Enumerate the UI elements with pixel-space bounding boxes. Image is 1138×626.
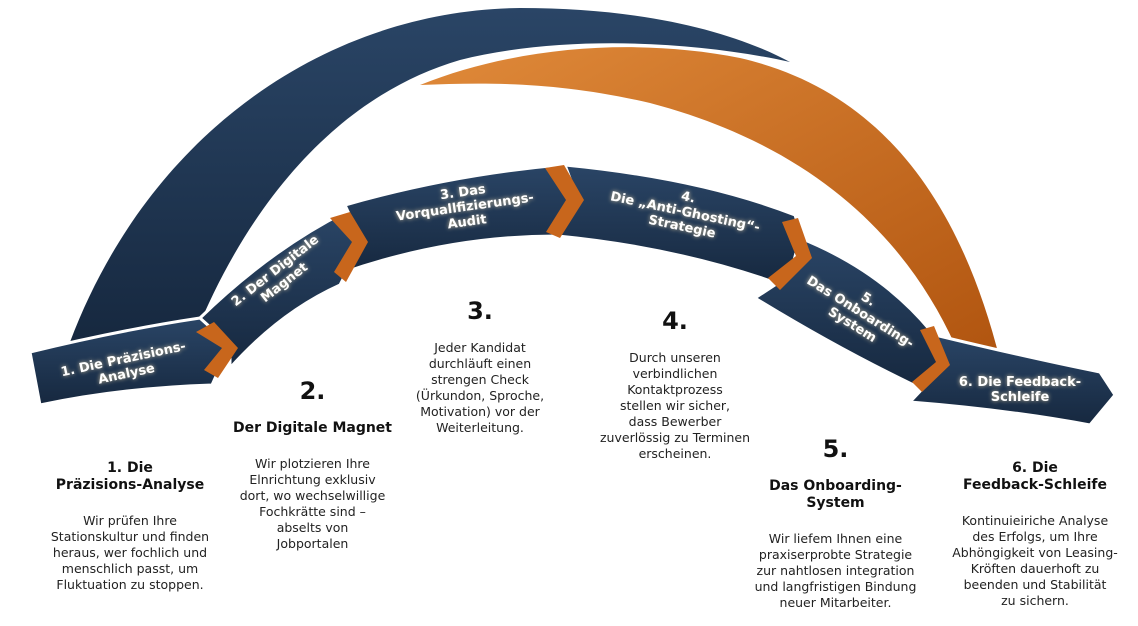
step-6-description: 6. Die Feedback-Schleife Kontinuieiriche… (945, 444, 1125, 609)
step-2-description: 2. Der Digitale Magnet Wir plotzieren Ih… (220, 362, 405, 552)
step-6-text: Kontinuieiriche Analyse des Erfolgs, um … (952, 513, 1118, 608)
step-3-number: 3. (467, 297, 493, 325)
chevron-arrow-icon (330, 212, 368, 282)
step-5-number: 5. (822, 435, 849, 463)
step-3-text: Jeder Kandidat durchläuft einen strengen… (415, 340, 545, 435)
step-3-description: 3. Jeder Kandidat durchläuft einen stren… (400, 282, 560, 436)
step-4-number: 4. (662, 307, 688, 335)
step-1-description: 1. Die Präzisions-Analyse Wir prüfen Ihr… (40, 444, 220, 593)
step-4-text: Durch unseren verbindlichen Kontaktproze… (600, 350, 750, 461)
step-2-title: Der Digitale Magnet (233, 420, 392, 436)
step-2-text: Wir plotzieren Ihre Elnrichtung exklusiv… (239, 456, 386, 551)
step-6-title: 6. Die Feedback-Schleife (963, 460, 1107, 493)
chevron-arrow-icon (196, 322, 238, 378)
segment-6 (906, 332, 1117, 427)
chevron-arrow-icon (912, 326, 950, 392)
chevron-arrow-icon (768, 218, 812, 290)
step-2-number: 2. (299, 377, 326, 405)
chevron-arrow-icon (545, 165, 584, 238)
orange-feedback-arch (420, 47, 1000, 360)
step-4-description: 4. Durch unseren verbindlichen Kontaktpr… (590, 292, 760, 462)
segment-6-label: 6. Die Feedback- Schleife (958, 375, 1082, 405)
navy-return-arch (70, 8, 790, 342)
step-5-title: Das Onboarding- System (769, 478, 902, 511)
step-5-description: 5. Das Onboarding- System Wir liefem Ihn… (748, 420, 923, 611)
step-5-text: Wir liefem Ihnen eine praxiserprobte Str… (754, 531, 917, 610)
step-1-text: Wir prüfen Ihre Stationskultur und finde… (50, 513, 210, 592)
step-1-title: 1. Die Präzisions-Analyse (55, 460, 205, 493)
